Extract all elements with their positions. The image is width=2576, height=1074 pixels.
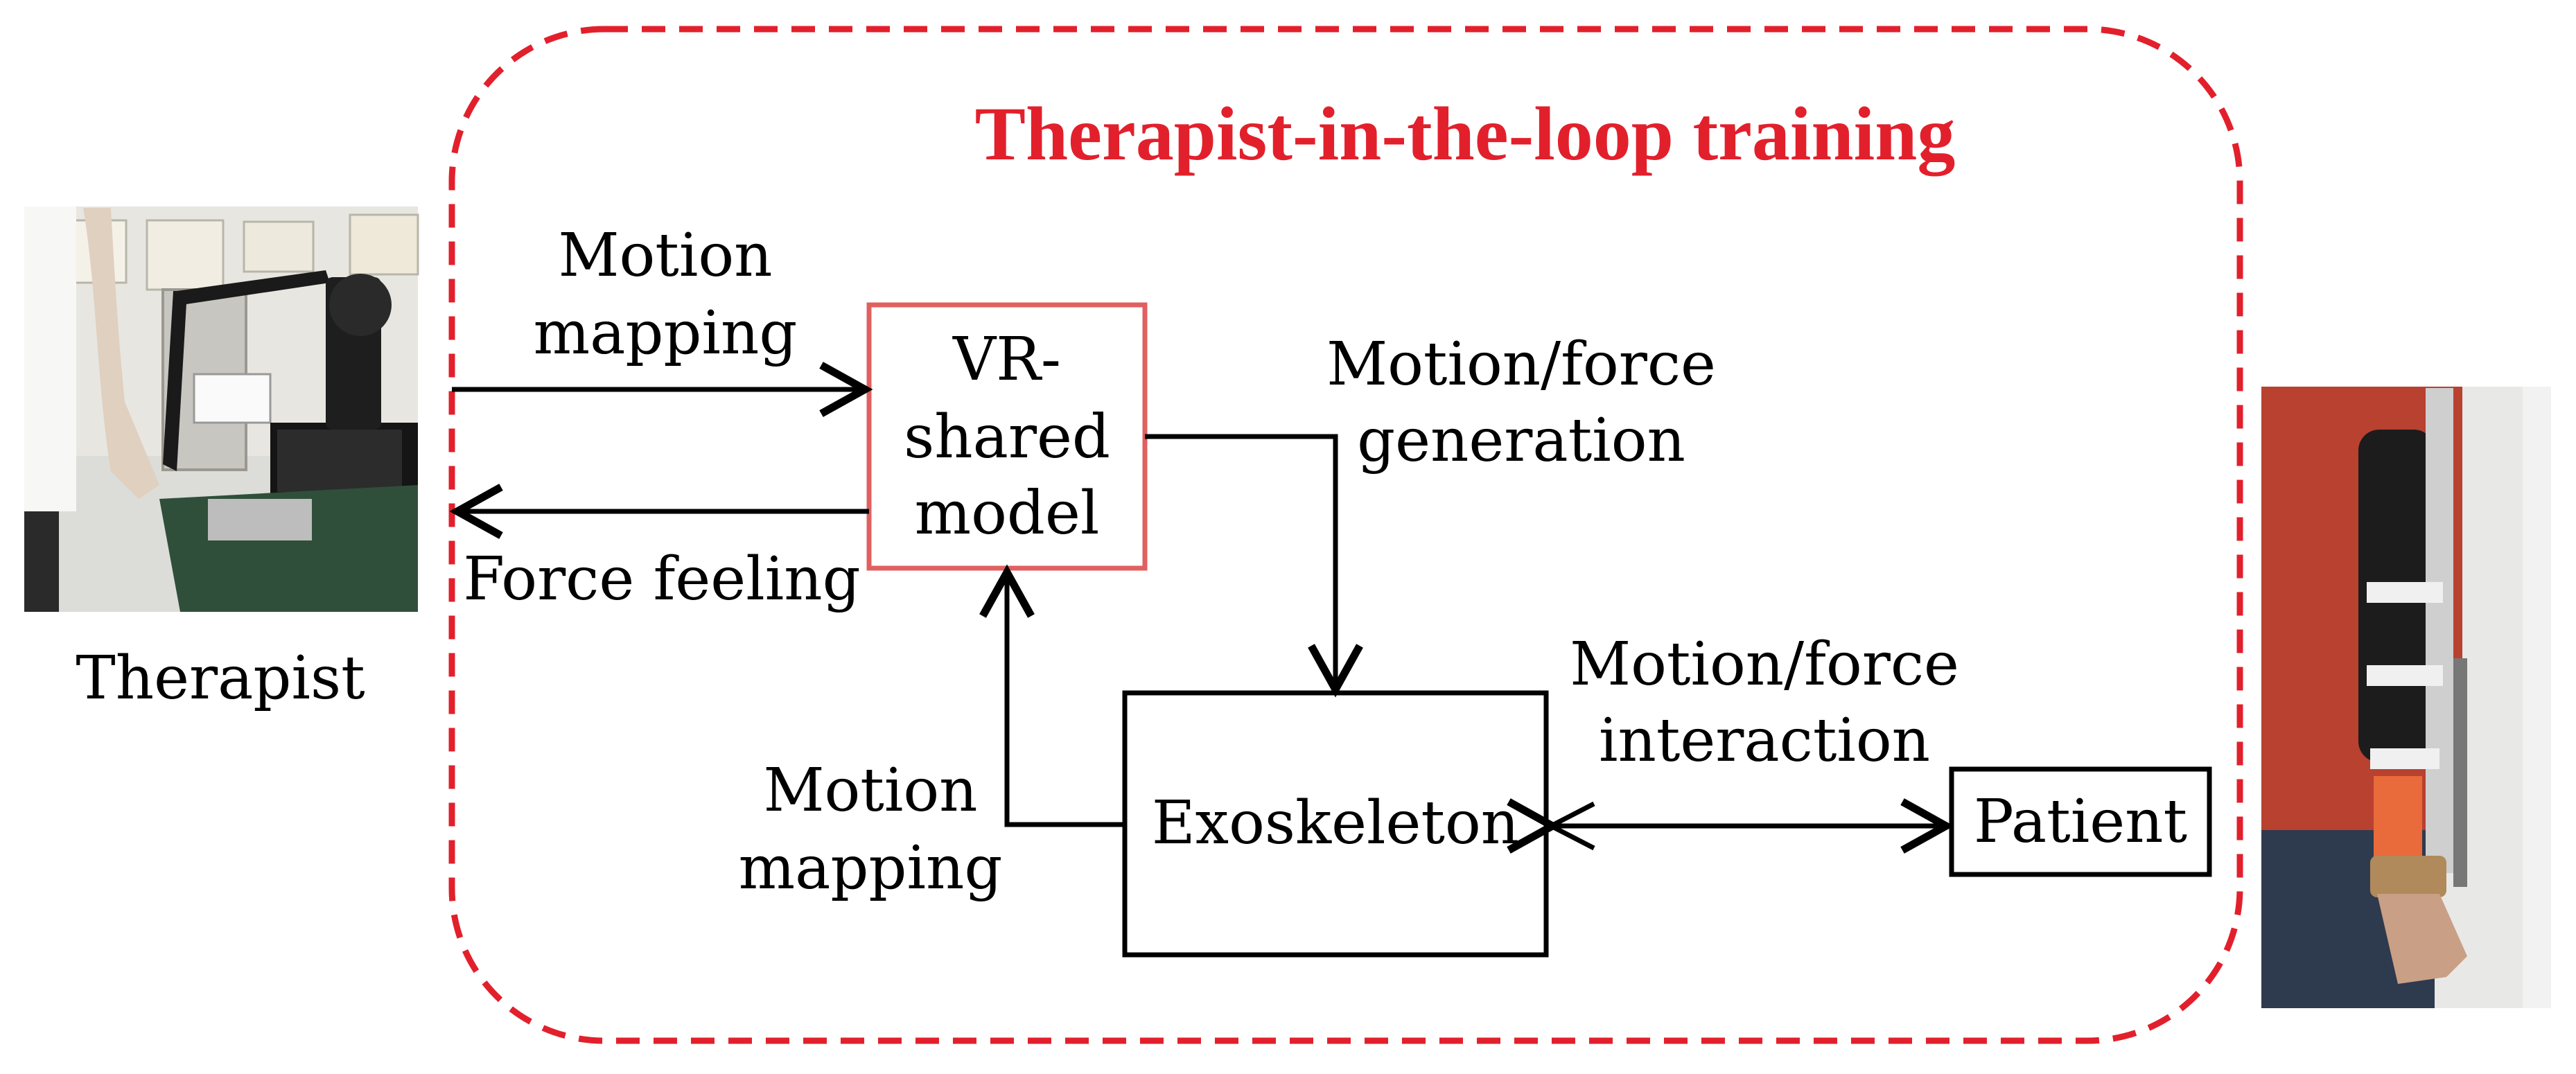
diagram-title: Therapist-in-the-loop training: [975, 91, 1956, 176]
exoskeleton-box: [1122, 690, 1549, 958]
motion-force-interaction-label-line2: interaction: [1599, 706, 1930, 775]
motion-mapping-bottom-label-line1: Motion: [763, 756, 977, 825]
loop-boundary: [448, 26, 2243, 1044]
vr-model-label-line3: model: [915, 479, 1100, 548]
vr-model-label-line2: shared: [904, 403, 1110, 472]
motion-force-generation-label-line1: Motion/force: [1326, 330, 1716, 399]
therapist-photo: [24, 206, 419, 612]
patient-label: Patient: [1974, 787, 2187, 856]
motion-mapping-top-label-line1: Motion: [558, 221, 772, 290]
motion-force-generation-label-line2: generation: [1357, 406, 1685, 475]
interaction-arrowhead-left: [1545, 801, 1595, 851]
patient-box: [1949, 766, 2212, 877]
motion-force-interaction-label-line1: Motion/force: [1570, 630, 1959, 699]
motion-mapping-bottom-arrow: [979, 564, 1125, 827]
motion-mapping-top-label-line2: mapping: [534, 299, 798, 368]
motion-force-generation-arrow: [1145, 434, 1363, 698]
motion-mapping-bottom-label-line2: mapping: [739, 834, 1003, 903]
therapist-caption: Therapist: [76, 644, 365, 713]
exoskeleton-label: Exoskeleton: [1152, 789, 1519, 858]
patient-arm-exoskeleton-photo: [2261, 387, 2551, 1008]
vr-model-label-line1: VR-: [952, 325, 1061, 394]
force-feeling-label: Force feeling: [463, 545, 860, 614]
